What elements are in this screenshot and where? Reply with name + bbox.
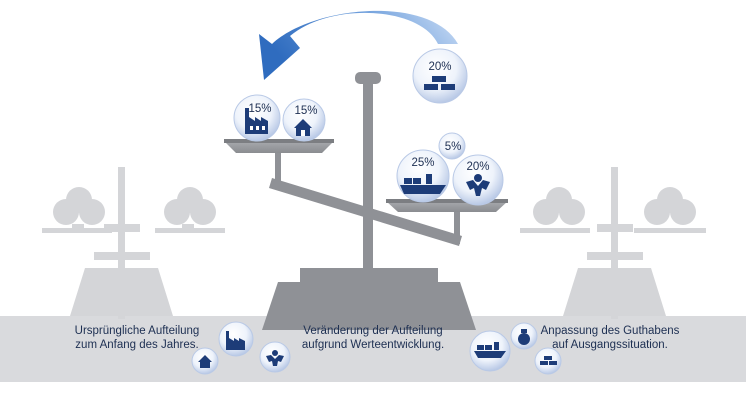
gold-bars-icon bbox=[540, 356, 557, 365]
bottom-eagle-bubble bbox=[259, 341, 291, 373]
ghost-scale-right bbox=[520, 167, 706, 319]
bottom-ship-bubble bbox=[469, 330, 511, 372]
ghost-scale-left bbox=[42, 167, 225, 319]
caption-right-line2: auf Ausgangssituation. bbox=[552, 339, 668, 351]
real-estate-percentage: 15% bbox=[294, 105, 317, 117]
money-bubble: 5% bbox=[438, 132, 466, 160]
bonds-percentage: 20% bbox=[466, 161, 489, 173]
federal-eagle-icon bbox=[266, 350, 284, 366]
house-icon bbox=[294, 119, 312, 136]
caption-center: Veränderung der Aufteilung aufgrund Wert… bbox=[302, 325, 444, 351]
federal-eagle-icon bbox=[466, 174, 490, 196]
caption-left: Ursprüngliche Aufteilung zum Anfang des … bbox=[75, 325, 200, 351]
industry-bubble: 15% bbox=[233, 94, 281, 142]
bottom-house-bubble bbox=[191, 347, 219, 375]
bottom-gold-bubble bbox=[534, 347, 562, 375]
bottom-money-bubble bbox=[510, 322, 538, 350]
caption-center-line2: aufgrund Werteentwicklung. bbox=[302, 339, 444, 351]
caption-right-line1: Anpassung des Guthabens bbox=[541, 325, 680, 337]
industry-percentage: 15% bbox=[248, 103, 271, 115]
container-ship-icon bbox=[474, 342, 506, 358]
shipping-bubble: 25% bbox=[396, 149, 450, 203]
caption-right: Anpassung des Guthabens auf Ausgangssitu… bbox=[541, 325, 680, 351]
house-icon bbox=[198, 355, 212, 368]
bottom-factory-bubble bbox=[218, 321, 254, 357]
real-estate-bubble: 15% bbox=[282, 98, 326, 142]
caption-left-line2: zum Anfang des Jahres. bbox=[75, 339, 198, 351]
gold-bars-icon bbox=[424, 76, 455, 90]
money-bag-icon bbox=[518, 329, 530, 345]
factory-icon bbox=[226, 331, 245, 350]
container-ship-icon bbox=[400, 174, 446, 194]
gold-percentage: 20% bbox=[428, 61, 451, 73]
caption-center-line1: Veränderung der Aufteilung bbox=[303, 325, 442, 337]
factory-icon bbox=[245, 108, 268, 134]
caption-left-line1: Ursprüngliche Aufteilung bbox=[75, 325, 200, 337]
gold-bubble: 20% bbox=[412, 48, 468, 104]
bonds-bubble: 20% bbox=[452, 154, 504, 206]
main-scale bbox=[224, 72, 508, 330]
money-percentage: 5% bbox=[445, 141, 462, 153]
shipping-percentage: 25% bbox=[411, 157, 434, 169]
